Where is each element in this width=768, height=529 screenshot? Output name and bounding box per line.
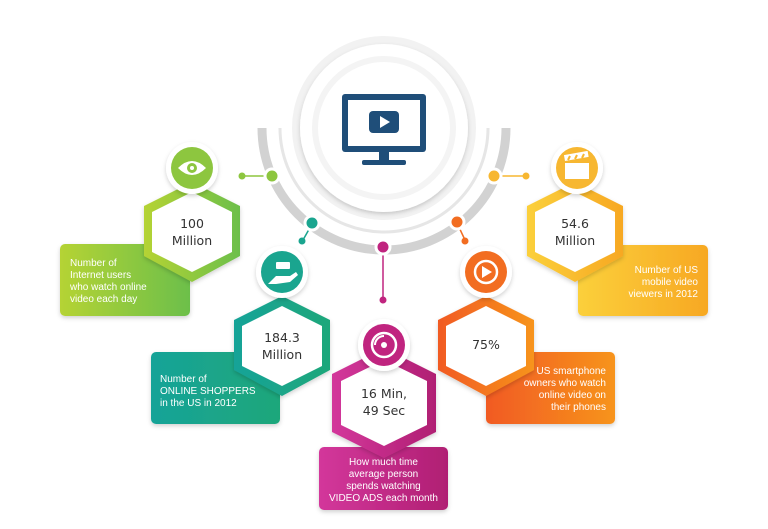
eye-icon: [178, 161, 206, 175]
monitor-play-icon: [342, 94, 426, 165]
center-hub: [292, 36, 476, 220]
stat-card-online-shoppers: [151, 246, 330, 424]
stat-card-smartphone-owners: [438, 246, 615, 424]
stat-card-internet-users: [60, 142, 240, 316]
hand-money-icon: [268, 262, 298, 284]
stat-card-video-ads-time: [319, 319, 448, 510]
stat-card-mobile-viewers: [527, 142, 708, 316]
clapperboard-icon: [563, 150, 589, 179]
stat-value-smartphone-owners: 75%: [472, 337, 500, 352]
disc-icon: [370, 331, 398, 359]
stat-value-video-ads-time: 16 Min,49 Sec: [360, 386, 408, 418]
connectors: [238, 167, 530, 304]
play-circle-icon: [473, 259, 499, 285]
